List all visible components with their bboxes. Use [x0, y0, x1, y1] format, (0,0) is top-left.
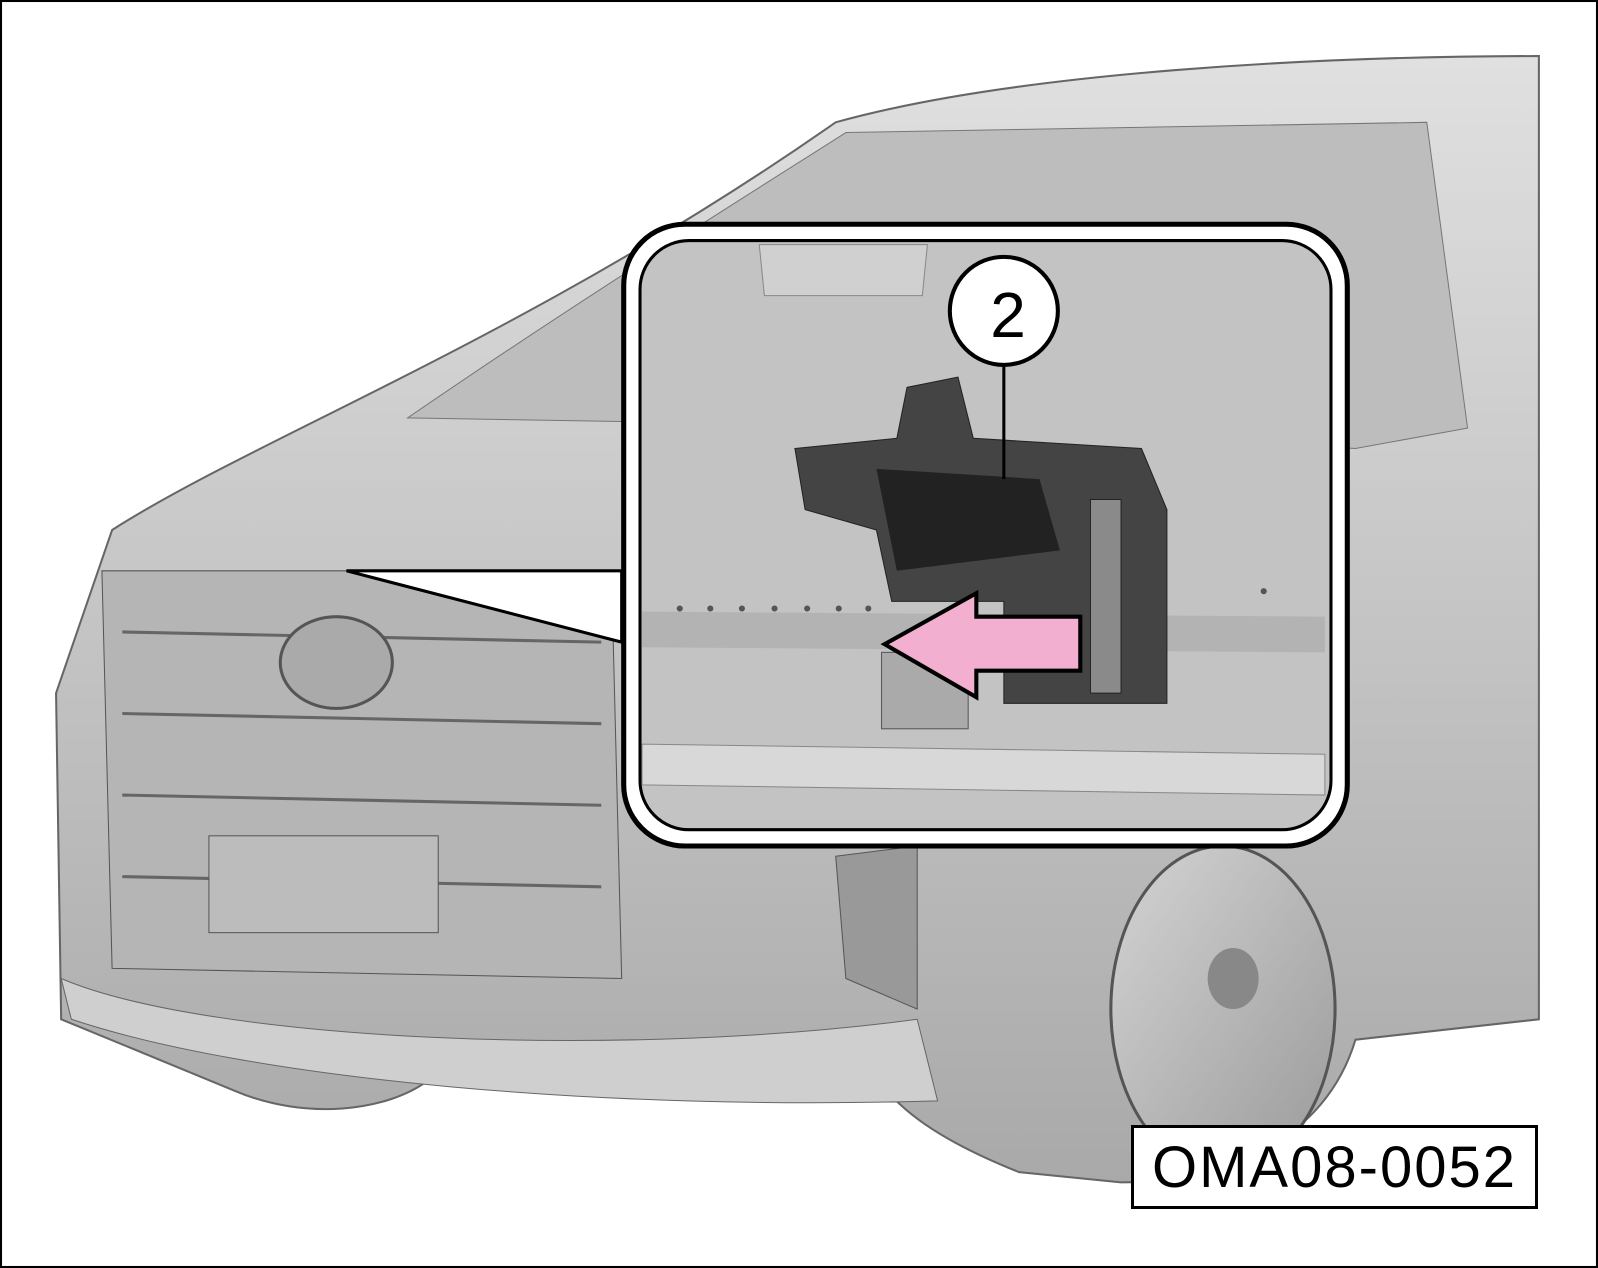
callout-number: 2: [990, 279, 1026, 351]
callout-number-circle: [947, 254, 1060, 367]
release-direction-arrow-icon: [880, 589, 1083, 701]
panel-bolts: [676, 588, 1267, 612]
front-wheel: [1109, 844, 1337, 1174]
figure-code-label: OMA08-0052: [1131, 1125, 1538, 1209]
detail-callout: [621, 221, 1350, 849]
brand-logo-icon: [278, 615, 394, 710]
license-plate: [208, 835, 439, 934]
